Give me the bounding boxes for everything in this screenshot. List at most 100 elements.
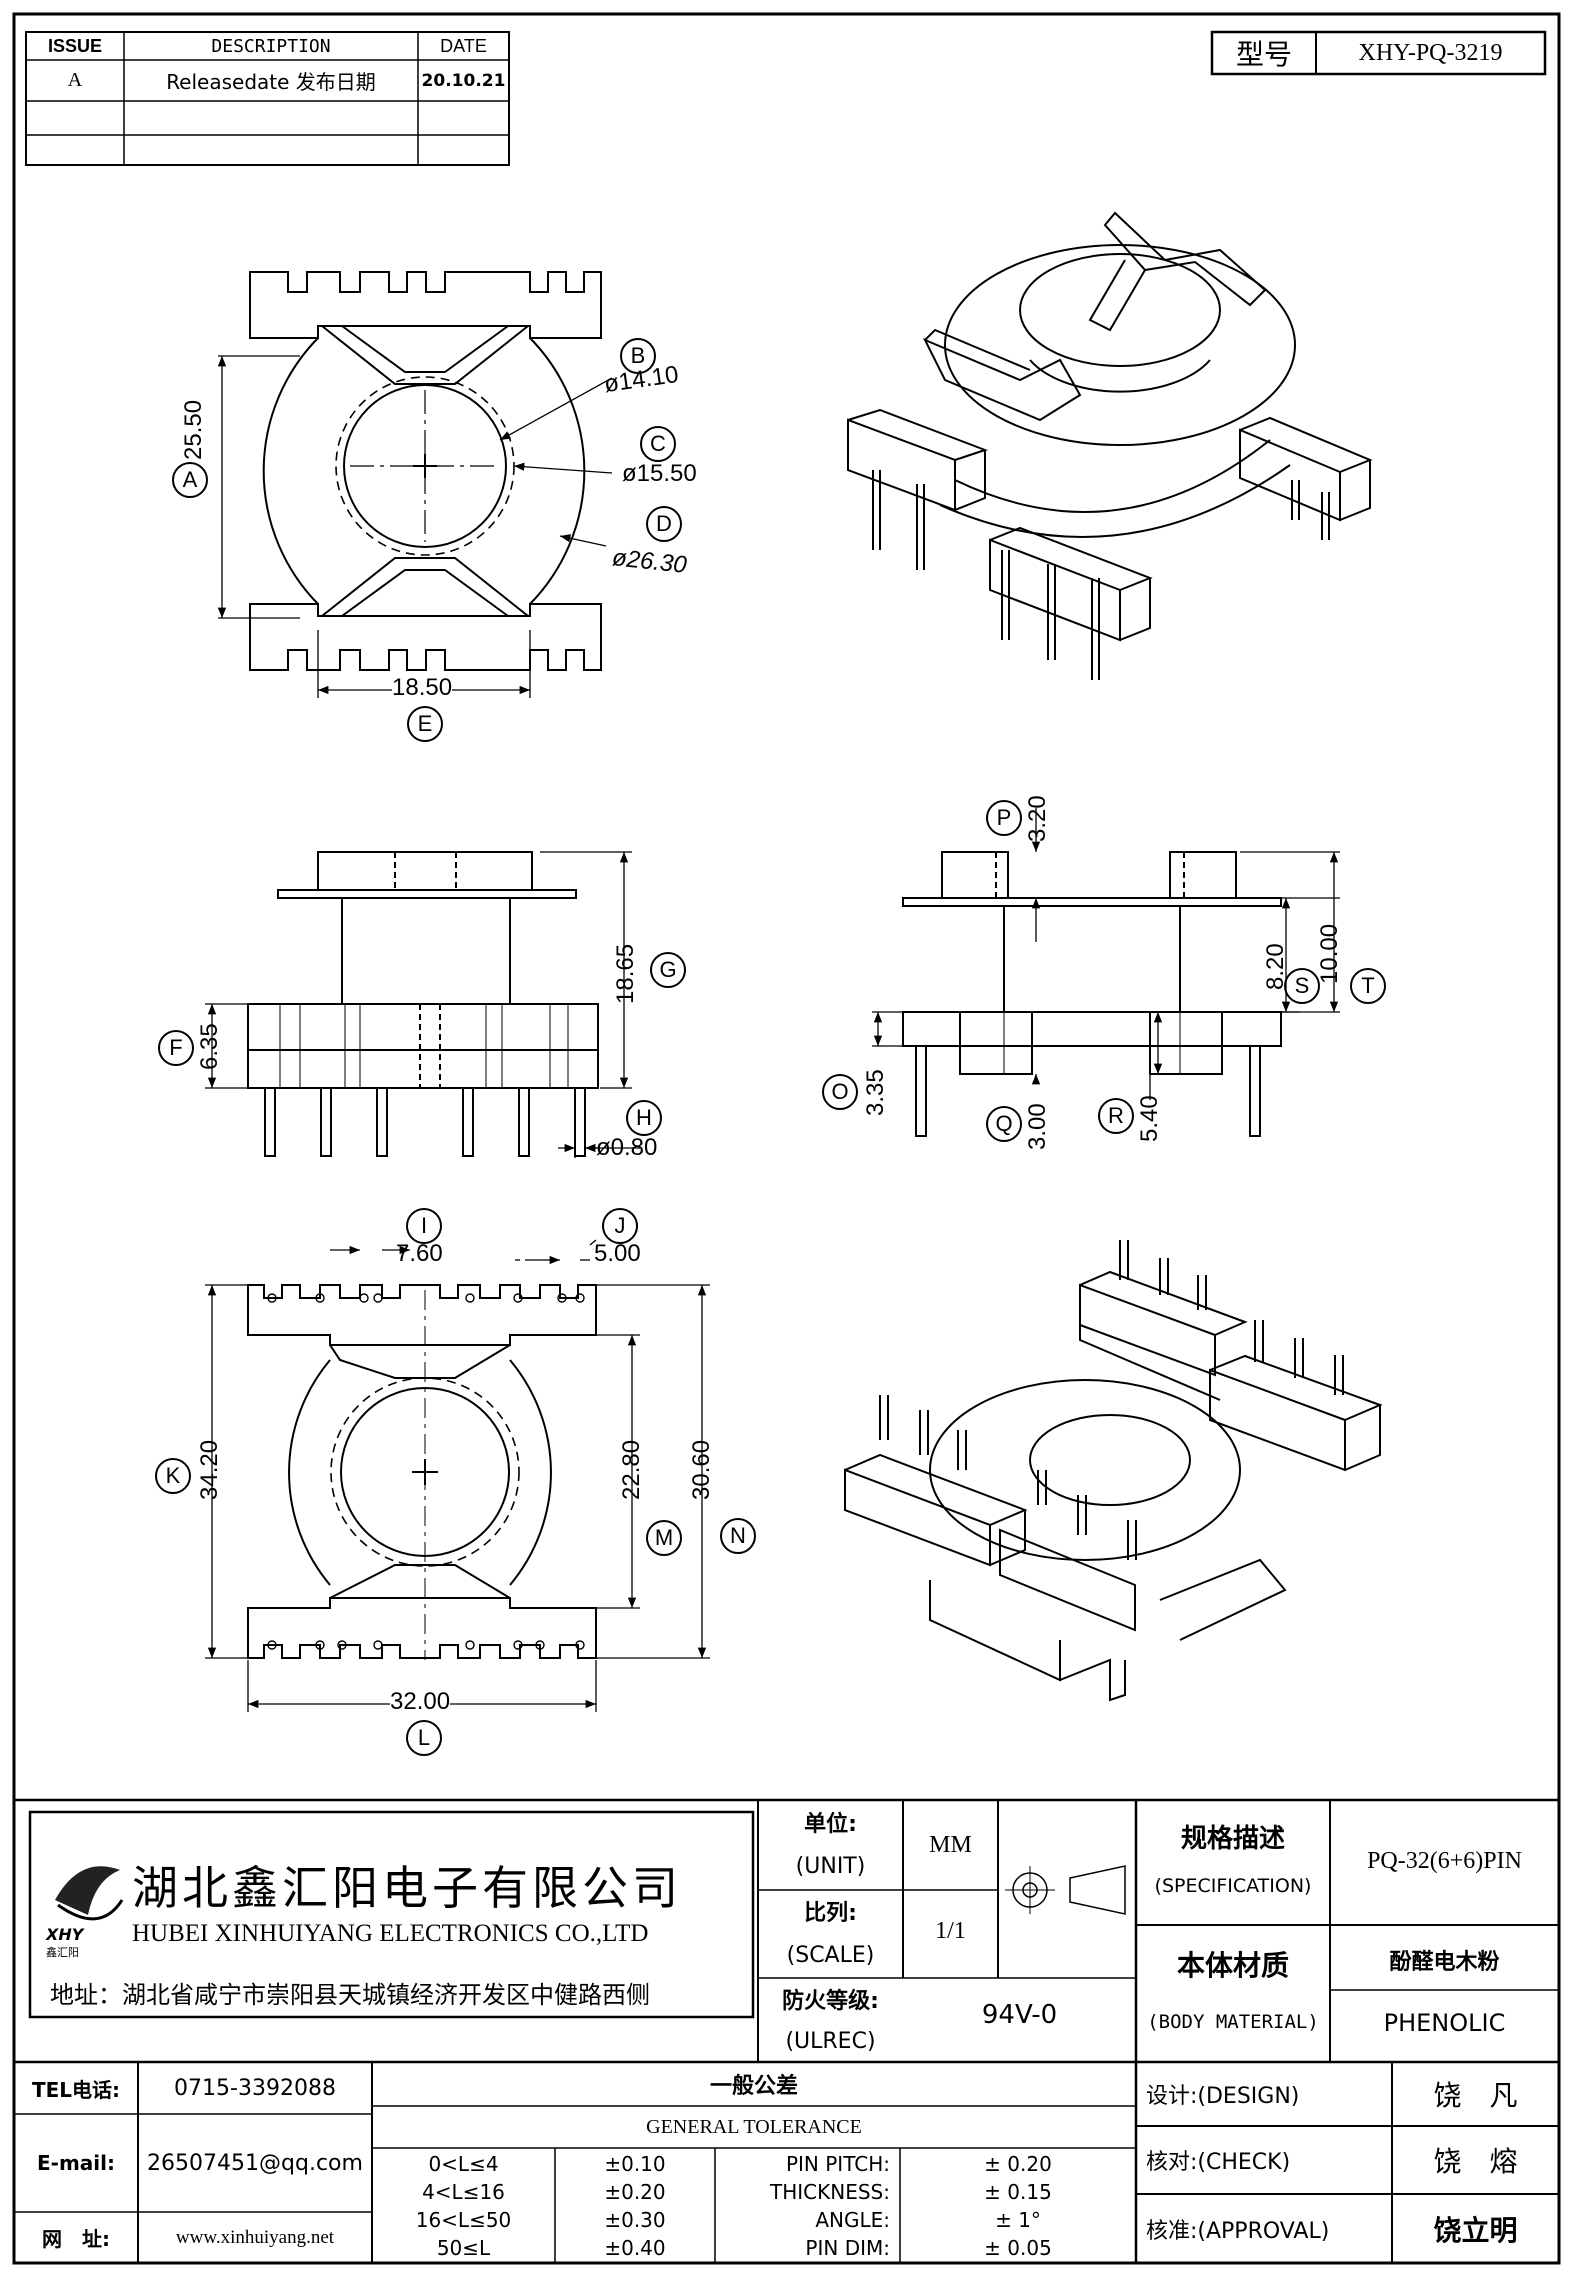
tol-other-value-3: ± 0.05	[984, 2236, 1052, 2260]
dim-H: ø0.80	[596, 1134, 658, 1161]
dim-A: 25.50	[180, 399, 207, 460]
iso-view-top	[847, 211, 1373, 680]
email-label: E-mail:	[36, 2151, 115, 2175]
unit-value: MM	[929, 1831, 972, 1858]
dim-label-C: C	[640, 426, 676, 462]
tol-other-name-1: THICKNESS:	[770, 2180, 890, 2204]
tolerance-title-en: GENERAL TOLERANCE	[646, 2115, 862, 2138]
dim-label-O: O	[822, 1074, 858, 1110]
rev-header-date: DATE	[440, 35, 487, 56]
tol-other-value-1: ± 0.15	[984, 2180, 1052, 2204]
tol-range-3: 50≤L	[436, 2236, 491, 2260]
dim-label-G: G	[650, 952, 686, 988]
signoff-name-check: 饶 熔	[1433, 2145, 1518, 2178]
bottom-view-dimensions	[205, 1239, 710, 1712]
logo-sub: 鑫汇阳	[46, 1946, 79, 1959]
signoff-role-design: 设计:(DESIGN)	[1146, 2084, 1300, 2109]
revision-table	[25, 31, 510, 166]
dim-label-S: S	[1284, 968, 1320, 1004]
dim-label-J: J	[602, 1208, 638, 1244]
web-value: www.xinhuiyang.net	[175, 2226, 335, 2248]
material-label-cn: 本体材质	[1176, 1949, 1289, 1982]
dim-label-P: P	[986, 800, 1022, 836]
scale-value: 1/1	[935, 1917, 966, 1944]
dim-label-N: N	[720, 1518, 756, 1554]
spec-label-cn: 规格描述	[1180, 1823, 1285, 1854]
unit-label-en: (UNIT)	[795, 1853, 866, 1879]
company-name-cn: 湖北鑫汇阳电子有限公司	[132, 1861, 682, 1915]
tol-range-2: 16<L≤50	[415, 2208, 512, 2232]
dim-R: 5.40	[1136, 1095, 1163, 1142]
dim-label-E: E	[407, 706, 443, 742]
tol-value-2: ±0.30	[604, 2208, 666, 2232]
web-label: 网 址:	[42, 2227, 110, 2251]
tol-other-name-3: PIN DIM:	[805, 2236, 890, 2260]
unit-label-cn: 单位:	[804, 1812, 857, 1837]
signoff-role-check: 核对:(CHECK)	[1146, 2150, 1291, 2175]
tol-value-3: ±0.40	[604, 2236, 666, 2260]
dim-label-Q: Q	[986, 1106, 1022, 1142]
tel-label: TEL电话:	[31, 2077, 121, 2102]
rev-row-issue: A	[67, 69, 83, 91]
company-name-en: HUBEI XINHUIYANG ELECTRONICS CO.,LTD	[132, 1920, 649, 1947]
dim-label-L: L	[406, 1720, 442, 1756]
rev-header-issue: ISSUE	[47, 35, 103, 56]
rev-row-date: 20.10.21	[421, 70, 506, 91]
dim-K: 34.20	[196, 1439, 223, 1500]
dim-label-R: R	[1098, 1098, 1134, 1134]
dim-label-F: F	[158, 1030, 194, 1066]
tol-range-0: 0<L≤4	[428, 2152, 499, 2176]
top-view	[249, 271, 602, 671]
material-value-cn: 酚醛电木粉	[1389, 1950, 1500, 1975]
dim-F: 6.35	[196, 1023, 223, 1070]
ulrec-label-cn: 防火等级:	[782, 1989, 879, 2014]
side-view-dimensions	[872, 808, 1340, 1100]
tol-other-value-0: ± 0.20	[984, 2152, 1052, 2176]
model-value: XHY-PQ-3219	[1358, 39, 1503, 66]
email-value: 26507451@qq.com	[147, 2150, 363, 2176]
rev-header-description: DESCRIPTION	[211, 35, 331, 57]
signoff-role-approval: 核准:(APPROVAL)	[1146, 2218, 1330, 2244]
signoff-name-approval: 饶立明	[1433, 2213, 1518, 2247]
dim-label-H: H	[626, 1100, 662, 1136]
ulrec-value: 94V-0	[981, 2000, 1058, 2030]
dim-T: 10.00	[1316, 923, 1343, 984]
model-label: 型号	[1235, 38, 1292, 71]
dim-G: 18.65	[612, 943, 639, 1004]
model-box	[1210, 30, 1547, 76]
dim-label-D: D	[646, 506, 682, 542]
front-view	[247, 851, 599, 1157]
bottom-view	[247, 1284, 597, 1660]
dim-O: 3.35	[862, 1069, 889, 1116]
dim-label-K: K	[155, 1458, 191, 1494]
front-view-dimensions	[205, 851, 640, 1158]
scale-label-cn: 比列:	[804, 1901, 857, 1926]
dim-label-B: B	[620, 338, 656, 374]
company-address: 地址：湖北省咸宁市崇阳县天城镇经济开发区中健路西侧	[50, 1981, 650, 2009]
logo-text: XHY	[46, 1925, 84, 1944]
tol-value-0: ±0.10	[604, 2152, 666, 2176]
tol-range-1: 4<L≤16	[422, 2180, 505, 2204]
dim-label-T: T	[1350, 968, 1386, 1004]
dim-label-A: A	[172, 462, 208, 498]
dim-label-M: M	[646, 1520, 682, 1556]
dim-M: 22.80	[618, 1439, 645, 1500]
spec-label-en: (SPECIFICATION)	[1154, 1875, 1312, 1897]
company-logo: XHY 鑫汇阳	[46, 1925, 126, 1960]
dim-I: 7.60	[396, 1240, 443, 1267]
dim-E: 18.50	[392, 674, 453, 702]
dim-Q: 3.00	[1024, 1103, 1051, 1150]
tolerance-title-cn: 一般公差	[709, 2074, 798, 2099]
rev-row-description: Releasedate 发布日期	[166, 70, 376, 94]
spec-value: PQ-32(6+6)PIN	[1367, 1847, 1522, 1874]
dim-J: 5.00	[594, 1240, 641, 1267]
dim-C: ø15.50	[622, 460, 697, 487]
tol-value-1: ±0.20	[604, 2180, 666, 2204]
dim-P: 3.20	[1024, 795, 1051, 842]
material-label-en: (BODY MATERIAL)	[1147, 2011, 1319, 2033]
scale-label-en: (SCALE)	[786, 1942, 875, 1968]
title-block	[14, 1798, 1559, 2263]
top-view-dimensions	[217, 355, 613, 698]
iso-view-bottom	[844, 1240, 1383, 1702]
